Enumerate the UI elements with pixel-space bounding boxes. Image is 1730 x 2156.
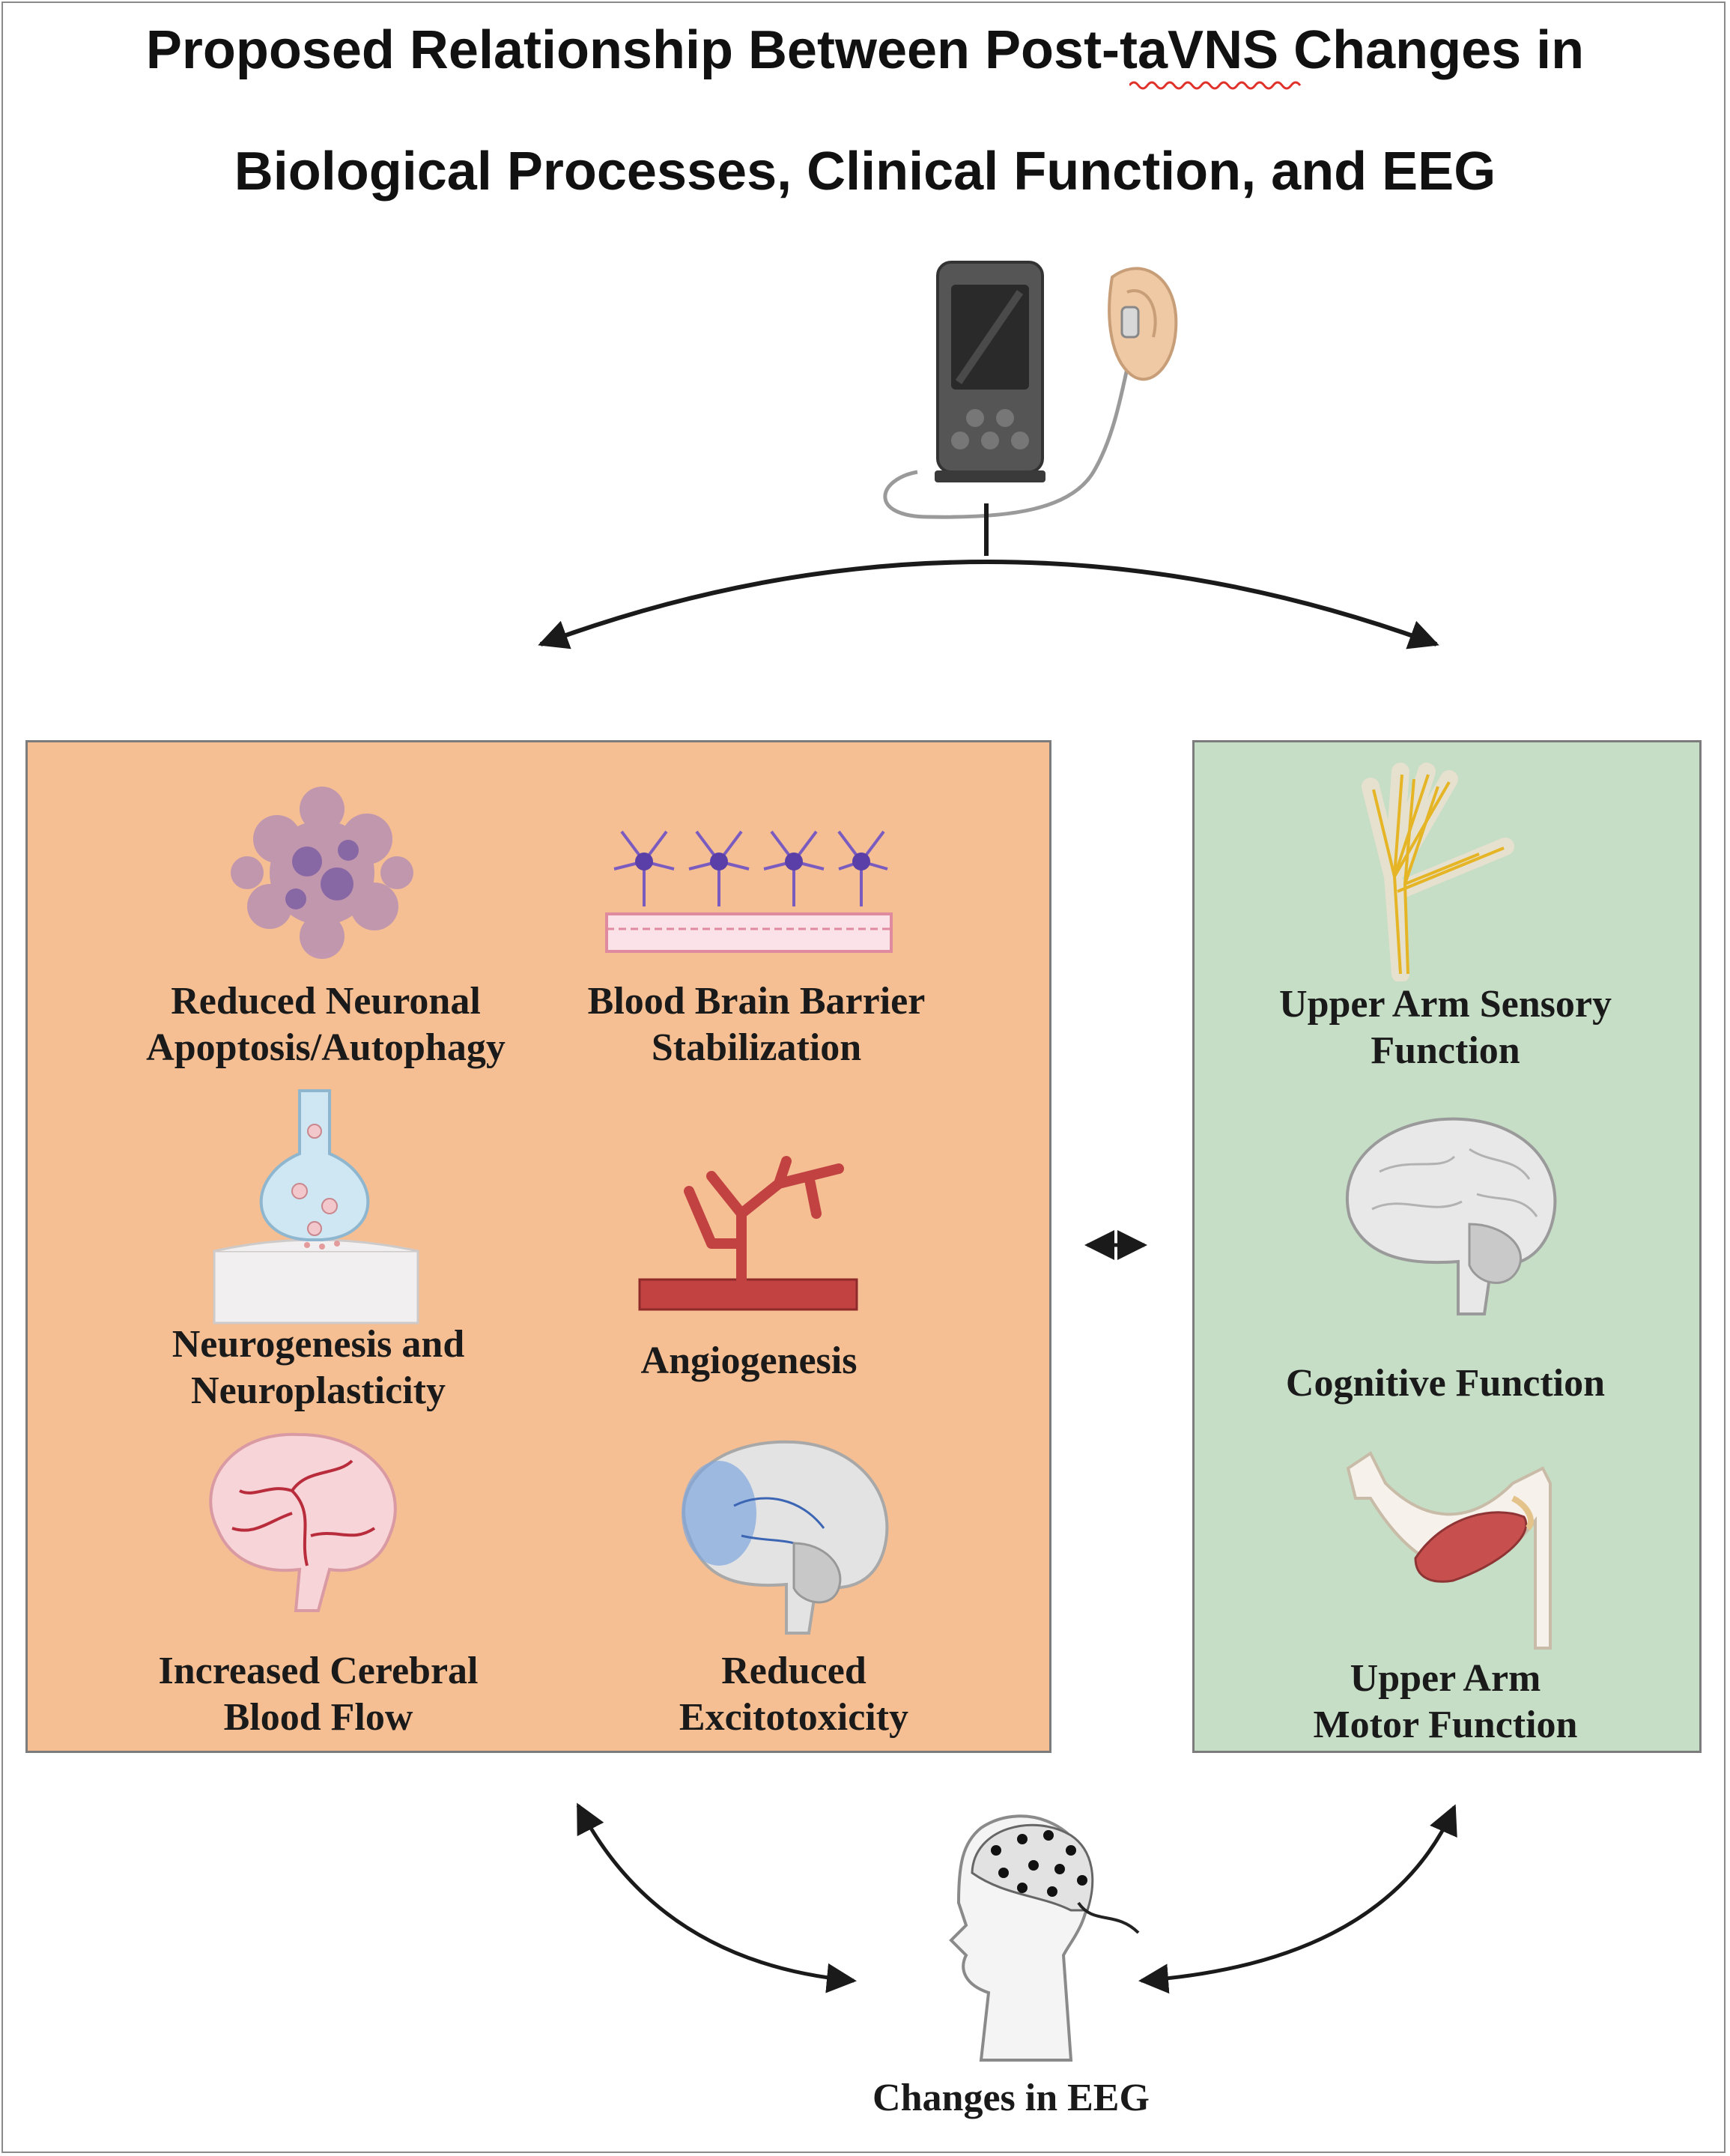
bio-label-angiogenesis: Angiogenesis — [640, 1339, 858, 1382]
bio-label-cerebral-blood-flow: Increased Cerebral Blood Flow — [158, 1650, 479, 1739]
bio-label-blood-brain-barrier: Blood Brain Barrier Stabilization — [587, 980, 926, 1069]
eeg-label: Changes in EEG — [872, 2077, 1150, 2119]
device-to-panels-arrow — [538, 560, 1439, 649]
eeg-cap-head-icon — [949, 1814, 1140, 2062]
brain-vessels-icon — [209, 1432, 397, 1612]
clinical-to-eeg-arrow — [1138, 1804, 1457, 1994]
blood-brain-barrier-icon — [605, 830, 893, 953]
bio-label-neurogenesis: Neurogenesis and Neuroplasticity — [172, 1323, 465, 1412]
figure-title-line-1: Proposed Relationship Between Post-taVNS… — [145, 20, 1585, 80]
brain-icon — [1345, 1117, 1557, 1315]
bio-label-reduced-excitotoxicity: Reduced Excitotoxicity — [679, 1650, 909, 1739]
spellcheck-underline — [1129, 81, 1302, 90]
bio-to-eeg-arrow — [576, 1802, 857, 1993]
clinical-label-upper-arm-motor: Upper Arm Motor Function — [1313, 1657, 1578, 1746]
synapse-icon — [213, 1089, 419, 1324]
blood-vessel-branch-icon — [638, 1156, 858, 1311]
arm-muscle-icon — [1346, 1451, 1552, 1650]
bio-label-reduced-neuronal-apoptosis: Reduced Neuronal Apoptosis/Autophagy — [146, 980, 506, 1069]
hand-nerves-icon — [1362, 763, 1514, 981]
neuron-cluster-icon — [231, 787, 413, 959]
clinical-label-cognitive: Cognitive Function — [1285, 1362, 1606, 1405]
biological-processes-panel — [25, 740, 1051, 1753]
brain-highlight-icon — [682, 1440, 889, 1635]
figure-title-line-2: Biological Processes, Clinical Function,… — [234, 142, 1496, 202]
clinical-label-upper-arm-sensory: Upper Arm Sensory Function — [1279, 983, 1612, 1072]
tavns-device-icon — [883, 261, 1178, 519]
